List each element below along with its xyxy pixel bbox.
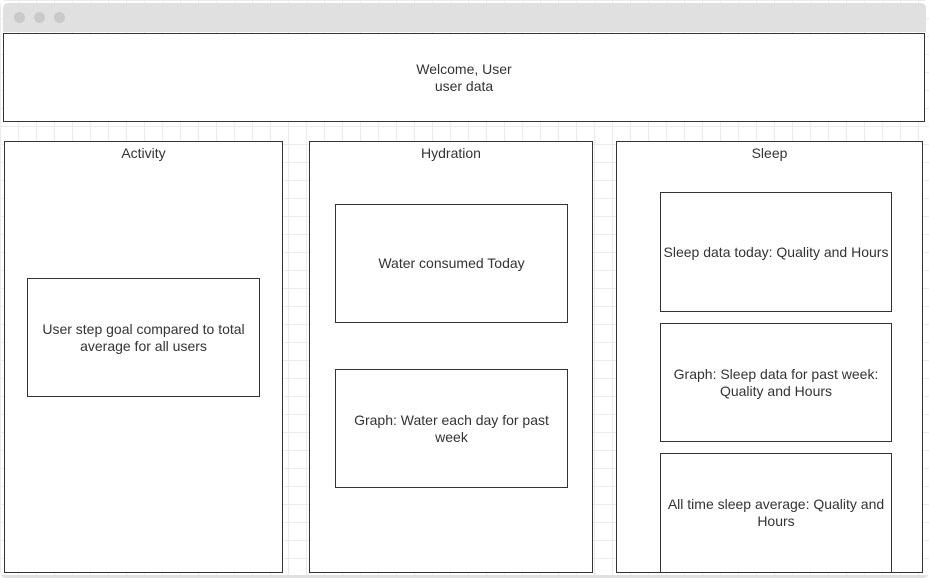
activity-title: Activity	[121, 145, 166, 161]
hydration-title: Hydration	[421, 145, 481, 161]
welcome-header: Welcome, User user data	[3, 33, 925, 122]
minimize-window-icon[interactable]	[34, 12, 45, 23]
water-today-text: Water consumed Today	[378, 255, 525, 271]
window-bottom-edge	[0, 575, 929, 578]
water-week-graph-card: Graph: Water each day for past week	[335, 369, 568, 488]
sleep-title: Sleep	[751, 145, 788, 161]
sleep-week-graph-card: Graph: Sleep data for past week: Quality…	[660, 323, 892, 442]
sleep-today-text: Sleep data today: Quality and Hours	[663, 243, 889, 260]
window-titlebar	[3, 3, 926, 32]
welcome-text: Welcome, User	[416, 60, 512, 77]
sleep-all-time-card: All time sleep average: Quality and Hour…	[660, 453, 892, 573]
water-week-graph-text: Graph: Water each day for past week	[354, 411, 549, 445]
sleep-all-time-text: All time sleep average: Quality and Hour…	[667, 496, 885, 529]
maximize-window-icon[interactable]	[54, 12, 65, 23]
sleep-week-graph-text: Graph: Sleep data for past week: Quality…	[673, 365, 879, 399]
user-data-text: user data	[434, 77, 494, 94]
step-goal-text: User step goal compared to total average…	[42, 320, 245, 354]
water-today-card: Water consumed Today	[335, 204, 568, 323]
step-goal-card: User step goal compared to total average…	[27, 278, 260, 397]
sleep-today-card: Sleep data today: Quality and Hours	[660, 192, 892, 312]
close-window-icon[interactable]	[14, 12, 25, 23]
